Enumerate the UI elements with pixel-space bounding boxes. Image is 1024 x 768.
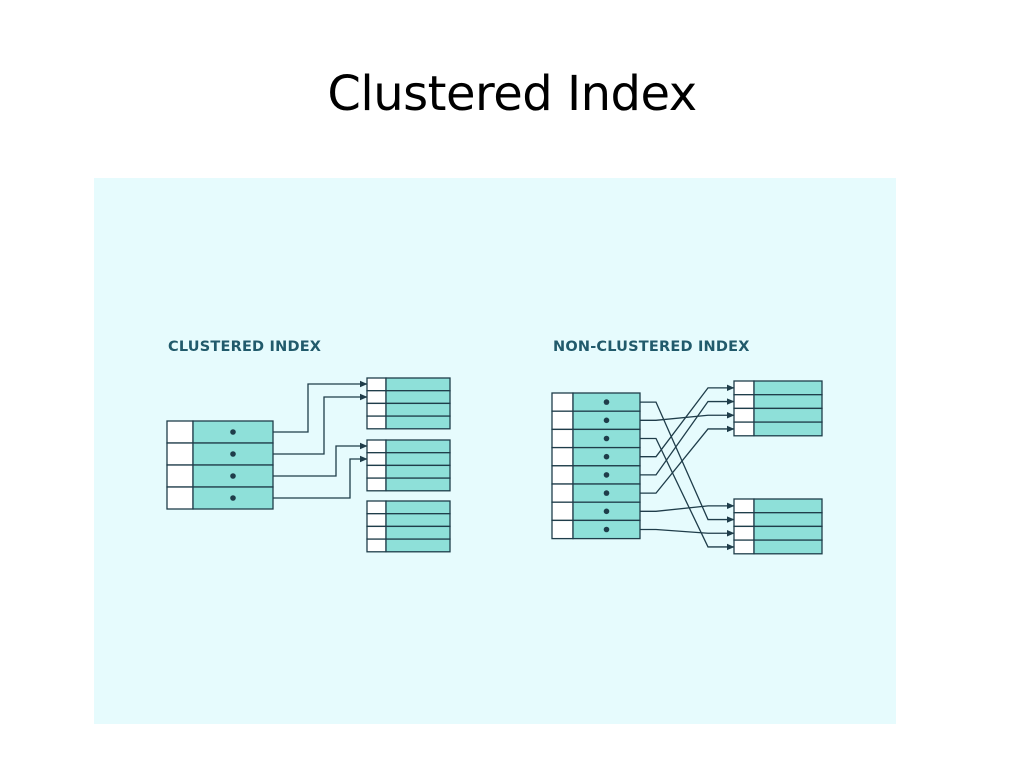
pointer-dot — [603, 508, 610, 515]
index-diagram-svg: CLUSTERED INDEX NON-CLUSTERED INDEX — [166, 339, 823, 555]
value-cell — [753, 512, 823, 528]
key-cell — [366, 439, 387, 454]
pointer-dot — [603, 417, 610, 424]
key-cell — [366, 415, 387, 430]
nonclustered-index-diagram — [551, 380, 823, 555]
value-cell — [385, 477, 451, 492]
nonclustered-data-page — [733, 498, 823, 555]
value-cell — [753, 539, 823, 555]
nonclustered-pointer-arrow — [640, 412, 735, 421]
pointer-dot — [230, 429, 236, 435]
key-cell — [733, 380, 755, 396]
key-cell — [366, 452, 387, 467]
key-cell — [733, 539, 755, 555]
clustered-data-page — [366, 500, 451, 553]
value-cell — [385, 377, 451, 392]
clustered-data-page — [366, 377, 451, 430]
index-diagram: CLUSTERED INDEX NON-CLUSTERED INDEX — [94, 178, 896, 724]
value-cell — [385, 439, 451, 454]
key-cell — [366, 464, 387, 479]
key-cell — [166, 420, 194, 444]
pointer-dot — [603, 399, 610, 405]
key-cell — [551, 428, 574, 449]
value-cell — [385, 513, 451, 528]
clustered-pointer-arrow — [273, 455, 368, 499]
key-cell — [551, 465, 574, 485]
key-cell — [166, 442, 194, 466]
key-cell — [366, 500, 387, 515]
value-cell — [753, 421, 823, 437]
value-cell — [385, 500, 451, 515]
key-cell — [733, 525, 755, 541]
key-cell — [366, 525, 387, 540]
key-cell — [733, 498, 755, 514]
value-cell — [753, 407, 823, 423]
clustered-index-table — [166, 420, 274, 510]
key-cell — [366, 377, 387, 392]
pointer-dot — [230, 495, 236, 501]
value-cell — [385, 464, 451, 479]
value-cell — [753, 394, 823, 410]
key-cell — [551, 392, 574, 412]
key-cell — [733, 394, 755, 410]
nonclustered-index-table — [551, 392, 641, 540]
pointer-dot — [603, 490, 610, 496]
value-cell — [753, 525, 823, 541]
value-cell — [753, 498, 823, 514]
nonclustered-pointer-arrow — [640, 502, 735, 512]
key-cell — [551, 483, 574, 503]
pointer-dot — [603, 435, 610, 442]
pointer-dot — [230, 451, 236, 457]
nonclustered-pointer-arrow — [640, 528, 735, 537]
value-cell — [385, 390, 451, 405]
clustered-pointer-arrow — [273, 442, 368, 477]
key-cell — [733, 407, 755, 423]
value-cell — [753, 380, 823, 396]
value-cell — [385, 402, 451, 417]
pointer-dot — [603, 472, 610, 478]
nonclustered-pointer-arrow — [640, 384, 735, 458]
pointer-dot — [603, 453, 610, 460]
key-cell — [551, 519, 574, 540]
pointer-dot — [230, 473, 236, 479]
nonclustered-pointer-arrow — [640, 398, 735, 476]
clustered-index-caption: CLUSTERED INDEX — [168, 339, 321, 355]
clustered-data-page — [366, 439, 451, 492]
nonclustered-pointer-arrow — [640, 425, 735, 494]
key-cell — [551, 501, 574, 522]
clustered-pointer-arrow — [273, 393, 368, 455]
key-cell — [166, 486, 194, 510]
key-cell — [166, 464, 194, 488]
clustered-index-diagram — [166, 377, 451, 553]
key-cell — [551, 410, 574, 431]
pointer-dot — [603, 526, 610, 533]
clustered-pointer-arrow — [273, 380, 368, 433]
nonclustered-data-page — [733, 380, 823, 437]
nonclustered-pointer-arrow — [640, 437, 735, 551]
nonclustered-index-caption: NON-CLUSTERED INDEX — [553, 339, 750, 355]
key-cell — [366, 402, 387, 417]
value-cell — [385, 415, 451, 430]
key-cell — [366, 538, 387, 553]
value-cell — [385, 452, 451, 467]
key-cell — [551, 446, 574, 467]
key-cell — [366, 477, 387, 492]
key-cell — [366, 390, 387, 405]
key-cell — [733, 512, 755, 528]
slide-title: Clustered Index — [327, 66, 697, 122]
key-cell — [733, 421, 755, 437]
key-cell — [366, 513, 387, 528]
value-cell — [385, 538, 451, 553]
value-cell — [385, 525, 451, 540]
